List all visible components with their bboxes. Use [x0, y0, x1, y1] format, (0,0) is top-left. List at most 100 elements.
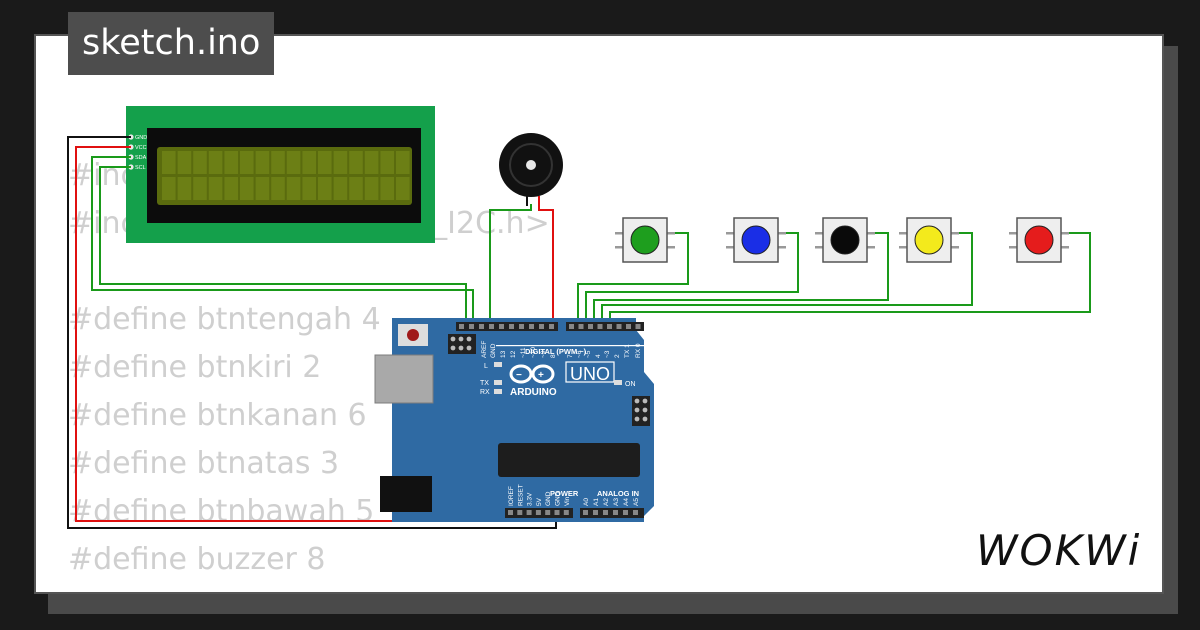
lcd-cell [255, 177, 270, 200]
lcd-cell [240, 177, 254, 200]
lcd-cell [177, 177, 192, 200]
pin-label: 2 [614, 354, 621, 358]
pin-label: ~5 [585, 350, 592, 358]
lcd-display[interactable]: GND VCC SDA SCL [126, 106, 435, 243]
led-on [614, 380, 622, 385]
pin-label: 13 [500, 350, 507, 358]
pin-label: A4 [623, 498, 630, 506]
pushbutton-yellow[interactable] [899, 217, 959, 263]
lcd-cell [240, 151, 254, 174]
pin-label: AREF [481, 341, 488, 358]
wokwi-logo: WOKWi [976, 526, 1142, 575]
power-jack [380, 476, 432, 512]
lcd-cell [162, 177, 176, 200]
pin-label: ~9 [540, 350, 547, 358]
led-on-label: ON [625, 381, 636, 388]
usb-port [374, 354, 434, 404]
board-label: UNO [570, 364, 610, 384]
code-line: #define btnkanan 6 [68, 398, 367, 433]
code-line: #define buzzer 8 [68, 542, 326, 577]
header-pins [450, 324, 648, 515]
lcd-pin-label: GND [135, 135, 147, 141]
pin-label: ~6 [576, 350, 583, 358]
code-line: #define btntengah 4 [68, 302, 381, 337]
button-body [622, 217, 668, 263]
pin-label: 5V [536, 497, 543, 506]
led-rx [494, 389, 502, 394]
lcd-cell [286, 151, 301, 174]
lcd-cell [271, 177, 285, 200]
lcd-cell [302, 177, 316, 200]
pin-label: RX 0 [635, 343, 642, 358]
lcd-cell [364, 177, 379, 200]
digital-label: DIGITAL (PWM ~) [525, 347, 587, 356]
microcontroller-chip [498, 443, 640, 477]
lcd-cell [364, 151, 379, 174]
pin-label: GND [555, 491, 562, 506]
lcd-cell [380, 151, 394, 174]
lcd-cell [177, 151, 192, 174]
pin-label: A1 [593, 498, 600, 506]
pin-label: 8 [550, 354, 557, 358]
lcd-cell [318, 151, 332, 174]
lcd-pin-label: SDA [135, 155, 147, 161]
lcd-cell [255, 151, 270, 174]
lcd-cell [286, 177, 301, 200]
digital-header-low [566, 322, 644, 331]
lcd-cell [162, 151, 176, 174]
power-label: POWER [550, 489, 579, 498]
buzzer[interactable] [499, 133, 563, 206]
lcd-cell [208, 151, 223, 174]
window-title: sketch.ino [68, 12, 275, 75]
pin-label: GND [490, 343, 497, 358]
lcd-cell [380, 177, 394, 200]
pin-label: A5 [633, 498, 640, 506]
pin-label: TX 1 [624, 344, 631, 358]
analog-header [580, 508, 644, 518]
button-cap[interactable] [914, 225, 944, 255]
code-line: #define btnkiri 2 [68, 350, 322, 385]
pin-label: RESET [517, 484, 524, 506]
analog-label: ANALOG IN [597, 489, 639, 498]
lcd-cell [349, 177, 363, 200]
lcd-cell [396, 177, 410, 200]
brand-label: ARDUINO [510, 387, 557, 398]
led-l-label: L [484, 363, 488, 370]
lcd-cell [318, 177, 332, 200]
button-cap[interactable] [830, 225, 860, 255]
lcd-cell [349, 151, 363, 174]
arduino-logo: − + [509, 364, 555, 384]
pushbutton-blue[interactable] [726, 217, 786, 263]
pushbutton-black[interactable] [815, 217, 875, 263]
led-tx-label: TX [480, 380, 489, 387]
pin-label: GND [545, 491, 552, 506]
pin-label: IOREF [508, 486, 515, 506]
code-line: #define btnatas 3 [68, 446, 340, 481]
lcd-cell [333, 151, 348, 174]
button-cap[interactable] [741, 225, 771, 255]
pin-label: A2 [603, 498, 610, 506]
lcd-cell [333, 177, 348, 200]
lcd-pin-label: SCL [135, 165, 146, 171]
svg-text:+: + [538, 370, 544, 381]
pin-label: ~11 [520, 347, 527, 358]
led-rx-label: RX [480, 389, 490, 396]
pin-label: 3.3V [527, 492, 534, 506]
lcd-cell-grid [162, 151, 410, 200]
lcd-cell [302, 151, 316, 174]
button-cap[interactable] [630, 225, 660, 255]
pin-label: 7 [567, 354, 574, 358]
pushbutton-red[interactable] [1009, 217, 1069, 263]
lcd-cell [208, 177, 223, 200]
pushbutton-green[interactable] [615, 217, 675, 263]
button-cap[interactable] [1024, 225, 1054, 255]
code-line: #define btnbawah 5 [68, 494, 375, 529]
led-l [494, 362, 502, 367]
lcd-cell [271, 151, 285, 174]
reset-button-cap[interactable] [407, 329, 419, 341]
pushbutton-group [615, 217, 1069, 263]
pin-label: A3 [613, 498, 620, 506]
